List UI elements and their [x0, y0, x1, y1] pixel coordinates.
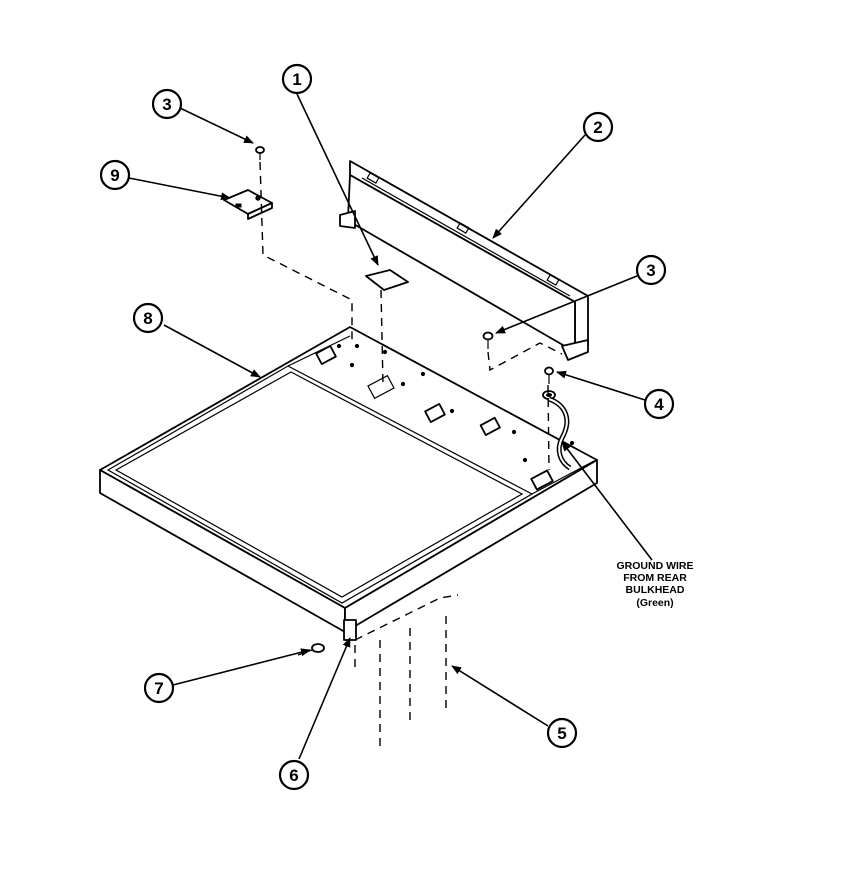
rear-bracket	[339, 160, 589, 361]
svg-text:7: 7	[154, 679, 163, 698]
screw-front	[303, 643, 325, 654]
svg-text:9: 9	[110, 166, 119, 185]
callout-2: 2	[582, 111, 614, 143]
svg-text:BULKHEAD: BULKHEAD	[626, 584, 685, 596]
svg-text:FROM REAR: FROM REAR	[623, 572, 687, 584]
screw-bracket	[482, 331, 494, 349]
leader-lines	[128, 93, 653, 760]
callout-3-upper: 3	[151, 88, 183, 120]
callout-8: 8	[132, 302, 164, 334]
hinge-bracket	[223, 189, 273, 220]
svg-text:5: 5	[557, 724, 566, 743]
callout-4: 4	[643, 388, 675, 420]
callout-1: 1	[281, 63, 313, 95]
svg-text:3: 3	[646, 261, 655, 280]
ground-wire-note: GROUND WIRE FROM REAR BULKHEAD (Green)	[617, 560, 694, 609]
callout-5: 5	[546, 717, 578, 749]
top-cover	[99, 326, 598, 641]
svg-text:6: 6	[289, 766, 298, 785]
callout-6: 6	[278, 759, 310, 791]
svg-text:2: 2	[593, 118, 602, 137]
svg-text:1: 1	[292, 70, 301, 89]
screw-upper-left	[255, 146, 265, 160]
svg-text:GROUND WIRE: GROUND WIRE	[617, 560, 694, 572]
callout-3-right: 3	[635, 254, 667, 286]
callout-7: 7	[143, 672, 175, 704]
svg-text:8: 8	[143, 309, 152, 328]
svg-text:(Green): (Green)	[636, 597, 673, 609]
label-plate	[365, 269, 409, 291]
svg-text:4: 4	[654, 395, 664, 414]
callout-9: 9	[99, 159, 131, 191]
ground-screw	[542, 366, 556, 400]
svg-text:3: 3	[162, 95, 171, 114]
